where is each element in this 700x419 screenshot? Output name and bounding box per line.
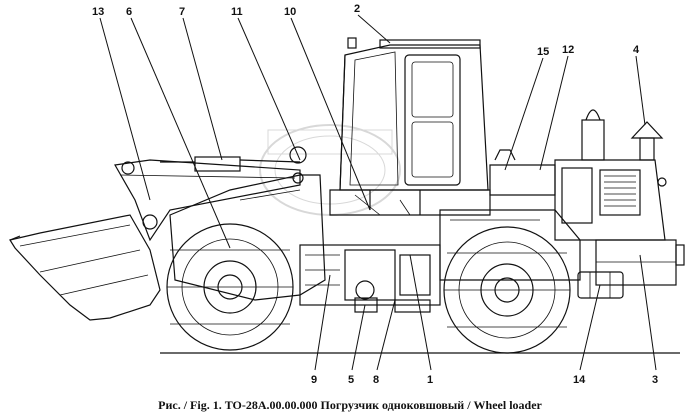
callout-label: 15 — [537, 46, 549, 58]
callout-label: 11 — [231, 6, 243, 18]
rear-wheel — [443, 226, 571, 354]
callout-label: 14 — [573, 374, 586, 386]
callout-label: 5 — [348, 374, 354, 386]
callout-label: 6 — [126, 6, 132, 18]
exhaust-pipe — [581, 109, 605, 161]
cab-platform — [329, 189, 491, 216]
engine-hood — [489, 149, 667, 241]
callout-label: 10 — [284, 6, 296, 18]
air-cleaner — [630, 121, 664, 161]
callout-label: 3 — [652, 374, 658, 386]
lift-cylinder — [160, 156, 301, 172]
cab — [339, 37, 489, 215]
callout-labels: 13 6 7 11 10 2 15 12 4 9 5 8 1 14 3 — [92, 3, 658, 386]
front-frame — [169, 146, 326, 301]
callout-label: 2 — [354, 3, 360, 15]
front-wheel — [166, 223, 294, 351]
callout-label: 13 — [92, 6, 104, 18]
callout-label: 8 — [373, 374, 379, 386]
leader-lines — [99, 14, 657, 371]
figure-caption: Рис. / Fig. 1. ТО-28А.00.00.000 Погрузчи… — [158, 398, 542, 412]
callout-label: 12 — [562, 44, 574, 56]
rear-frame — [439, 209, 581, 281]
callout-label: 1 — [427, 374, 433, 386]
callout-label: 9 — [311, 374, 317, 386]
callout-label: 7 — [179, 6, 185, 18]
callout-label: 4 — [633, 44, 640, 56]
counterweight — [595, 239, 685, 286]
battery-box — [577, 271, 624, 299]
bucket — [9, 214, 161, 321]
